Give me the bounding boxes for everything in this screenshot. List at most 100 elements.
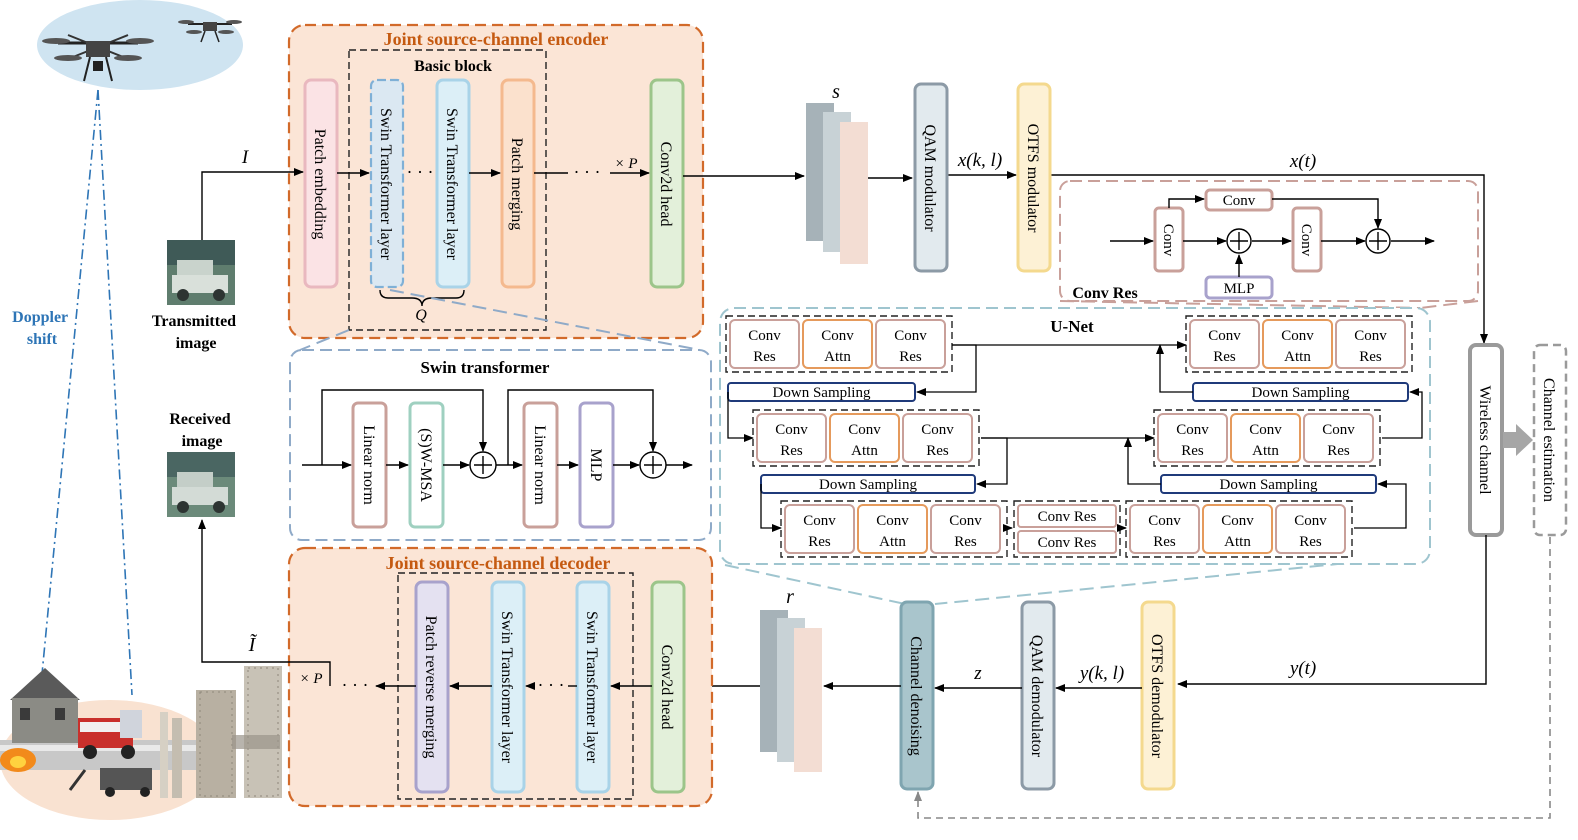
decoder-title: Joint source-channel decoder [386,553,611,573]
channel-estimation-label: Channel estimation [1540,378,1557,502]
conv-res-conv-1-label: Conv [1160,224,1176,257]
channel-denoising-label: Channel denoising [907,636,924,756]
conv-res-panel: Conv Res Conv Conv Conv MLP [1059,180,1479,302]
unet-enc-level-2-conv-res-block [756,413,827,463]
swin-transformer-panel: Swin transformer Linear norm (S)W-MSA Li… [289,349,712,541]
drone-scene: Doppler shift [0,0,282,820]
conv-res-mlp-label: MLP [1224,281,1255,297]
otfs-modulator-label: OTFS modulator [1024,124,1041,234]
decoder-swin-layer-2-label: Swin Transformer layer [498,611,515,764]
signal-xt: x(t) [1289,151,1316,172]
estimation-arrow-icon [1503,424,1533,456]
unet-down-sampling-4-label: Down Sampling [1220,477,1318,493]
patch-merging-block [500,78,536,289]
unet-enc-level-1-conv-res-block [729,319,800,369]
swin-layer-2-block [435,78,471,289]
conv-res-conv-top [1204,188,1274,212]
unet-skip-1-link [1156,344,1193,393]
otfs-demodulator-block [1140,600,1176,791]
encoder-frame [287,23,705,340]
decoder-swin-layer-1-label: Swin Transformer layer [583,611,600,764]
decoder-panel: Joint source-channel decoder Conv2d head… [198,519,714,808]
decoder-dots-1: · · · [538,675,565,695]
conv-res-conv-2 [1291,206,1323,273]
unet-dec-level-1-conv-attn-block [1262,319,1333,369]
swin-layer-1-label: Swin Transformer layer [377,108,394,261]
swin-title: Swin transformer [421,358,550,377]
doppler-label: Doppler shift [12,309,72,348]
signal-ykl: y(k, l) [1078,663,1124,684]
unet-down-sampling-3-label: Down Sampling [819,477,917,493]
encoder-panel: Joint source-channel encoder Basic block… [287,23,705,340]
unet-down-arrow-3 [976,437,1008,488]
unet-dec-level-1-frame [1185,315,1413,373]
unet-enc-level-2-conv-res-block [902,413,973,463]
qam-demodulator-block [1020,600,1056,791]
transmitted-image: Transmitted image [152,240,236,352]
conv2d-head-label: Conv2d head [657,142,674,227]
unet-bottleneck-conv-res-2 [1017,530,1117,554]
encoder-dots-1: · · · [407,162,434,182]
swin-wmsa-label: (S)W-MSA [417,428,434,502]
conv-res-title: Conv Res [1072,285,1137,302]
otfs-demodulator-label: OTFS demodulator [1148,634,1165,759]
signal-I-tilde: Ĩ [248,632,258,656]
signal-I: I [241,147,250,168]
unet-down-sampling-2-label: Down Sampling [1252,385,1350,401]
signal-xkl: x(k, l) [957,150,1002,171]
unet-dec-level-2-conv-res-block [1303,413,1374,463]
drone-icon [178,20,242,43]
decoder-times-p: × P [299,671,322,687]
unet-enc-level-3-conv-res-block [930,504,1001,554]
swin-layer-2-label: Swin Transformer layer [443,108,460,261]
unet-enc-level-3-conv-res-block [784,504,855,554]
conv-res-conv-top-label: Conv [1223,193,1256,209]
unet-dec-level-3-frame [1125,500,1353,558]
decoder-dots-2: · · · [342,675,369,695]
qam-modulator-block [913,82,949,273]
conv2d-head-block [649,78,685,289]
receive-chain: y(t) OTFS demodulator y(k, l) QAM demodu… [685,586,1316,791]
unet-down-arrow-1 [916,344,977,396]
wireless-channel-label: Wireless channel [1476,385,1493,495]
unet-dec-level-3-conv-attn-block [1202,504,1273,554]
received-label: Received image [169,411,234,450]
conv-res-conv-2-label: Conv [1298,224,1314,257]
unet-dec-level-2-frame [1153,409,1381,467]
decoder-swin-layer-1-block [575,580,611,794]
unet-bottleneck-conv-res-1-label: Conv Res [1038,509,1097,525]
drone-icon [42,34,154,82]
received-image: Received image [167,411,235,517]
car-image-icon [167,452,235,517]
qam-demodulator-label: QAM demodulator [1028,635,1045,758]
signal-yt: y(t) [1288,658,1316,679]
encoder-title: Joint source-channel encoder [384,29,609,49]
patch-merging-label: Patch merging [508,138,525,231]
symbol-stack-s: s [806,81,868,264]
unet-down-sampling-1-label: Down Sampling [773,385,871,401]
unet-dec-level-3-conv-res-block [1275,504,1346,554]
unet-enc-level-2-frame [752,409,980,467]
signal-s: s [832,81,840,103]
estimation-feedback [914,537,1551,819]
unet-dec-level-1-conv-res-block [1189,319,1260,369]
unet-dec-level-3-conv-res-block [1129,504,1200,554]
unet-enc-level-2-conv-attn-block [829,413,900,463]
qam-modulator-label: QAM modulator [921,124,938,232]
decoder-conv2d-head-block [650,580,686,794]
otfs-modulator-block [1016,82,1052,273]
input-path [201,168,304,240]
unet-title: U-Net [1050,317,1094,336]
decoder-swin-layer-2-block [490,580,526,794]
